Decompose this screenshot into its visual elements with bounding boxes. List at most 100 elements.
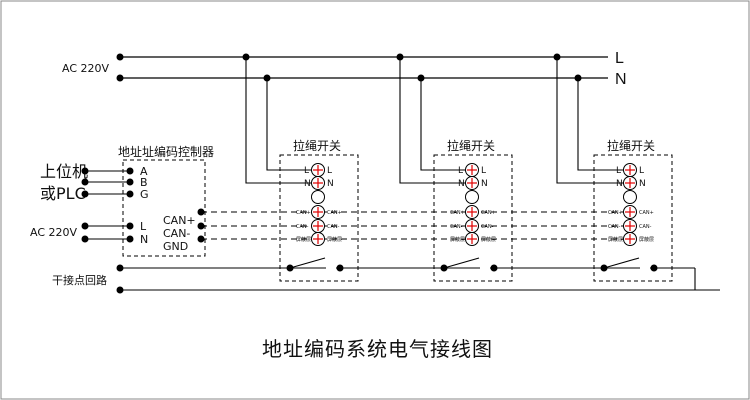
dry-contact-dots	[116, 264, 124, 294]
term-label-N-right: N	[327, 179, 334, 189]
term-label-can-minus-right: CAN-	[639, 224, 652, 230]
terminal-spare	[465, 190, 479, 204]
bus-label-L: L	[615, 50, 624, 67]
term-label-can-minus-right: CAN-	[327, 224, 340, 230]
gnd-label: GND	[163, 240, 188, 253]
term-label-can-plus-right: CAN+	[639, 210, 654, 216]
term-label-L-right: L	[327, 166, 332, 176]
can-bus-lines	[201, 211, 630, 240]
pull-switch-1: 拉绳开关 L L N N CAN+ CAN+ CAN- CAN- 屏蔽层 屏蔽层	[279, 138, 359, 282]
terminal-dot	[336, 264, 344, 272]
term-label-N-left: N	[304, 179, 311, 189]
term-label-L-left: L	[458, 166, 463, 176]
drop-N-1	[266, 78, 316, 171]
term-label-can-plus-right: CAN+	[481, 210, 496, 216]
controller-supply-label: AC 220V	[30, 226, 78, 239]
contact-dots	[286, 264, 344, 272]
controller-supply-wires	[85, 225, 130, 240]
host-wires	[85, 170, 130, 195]
can-plus-label: CAN+	[163, 214, 196, 227]
junction-dot	[116, 53, 124, 61]
term-label-can-plus-right: CAN+	[327, 210, 342, 216]
term-label-L-right: L	[639, 166, 644, 176]
bus-supply-label: AC 220V	[62, 62, 110, 75]
term-label-can-plus-left: CAN+	[450, 210, 465, 216]
drop-L-3	[556, 57, 627, 184]
terminal-dot	[81, 167, 89, 175]
controller-title: 地址址编码控制器	[118, 144, 214, 159]
host-dots	[81, 167, 134, 198]
terminal-dot	[81, 178, 89, 186]
switch-title: 拉绳开关	[447, 138, 495, 153]
terminal-dot	[116, 264, 124, 272]
term-label-L-right: L	[481, 166, 486, 176]
drop-L-2	[399, 57, 470, 184]
diagram-title: 地址编码系统电气接线图	[262, 337, 493, 361]
term-label-can-minus-left: CAN-	[608, 224, 621, 230]
contact-dots	[440, 264, 498, 272]
drop-L-1	[245, 57, 316, 184]
contact-symbol	[289, 257, 326, 269]
term-label-N-right: N	[639, 179, 646, 189]
bus-label-N: N	[615, 71, 627, 88]
term-label-N-left: N	[616, 179, 623, 189]
terminal-dot	[81, 222, 89, 230]
power-bus	[120, 56, 608, 79]
terminal-dot	[126, 178, 134, 186]
term-label-can-plus-left: CAN+	[608, 210, 623, 216]
drop-N-2	[420, 78, 470, 171]
port-B-label: B	[140, 176, 148, 189]
terminal-stack	[465, 163, 479, 246]
switch-title: 拉绳开关	[293, 138, 341, 153]
bus-drops	[245, 57, 627, 184]
contact-blade	[289, 257, 326, 269]
terminal-dot	[126, 235, 134, 243]
contact-symbol	[443, 257, 480, 269]
term-label-can-minus-right: CAN-	[481, 224, 494, 230]
host-label-1: 上位机	[40, 162, 88, 181]
port-N-label: N	[140, 233, 148, 246]
terminal-crosses	[625, 165, 635, 244]
dry-contact-loop	[120, 267, 720, 291]
port-L-label: L	[140, 220, 147, 233]
terminal-spare	[623, 190, 637, 204]
terminal-crosses	[467, 165, 477, 244]
terminal-dot	[126, 222, 134, 230]
term-label-L-left: L	[616, 166, 621, 176]
terminal-dot	[126, 167, 134, 175]
term-label-can-minus-left: CAN-	[296, 224, 309, 230]
terminal-dot	[650, 264, 658, 272]
pull-switch-2: 拉绳开关 L L N N CAN+ CAN+ CAN- CAN- 屏蔽层 屏蔽层	[433, 138, 513, 282]
host-label-2: 或PLC	[40, 184, 86, 203]
term-label-N-left: N	[458, 179, 465, 189]
term-label-shield-left: 屏蔽层	[296, 236, 311, 243]
can-minus-label: CAN-	[163, 227, 190, 240]
terminal-stack	[623, 163, 637, 246]
pull-switch-3: 拉绳开关 L L N N CAN+ CAN+ CAN- CAN- 屏蔽层 屏蔽层	[593, 138, 673, 282]
term-label-N-right: N	[481, 179, 488, 189]
contact-dots	[600, 264, 658, 272]
terminal-dot	[116, 286, 124, 294]
switch-box	[593, 154, 673, 282]
contact-symbol	[603, 257, 640, 269]
term-label-shield-right: 屏蔽层	[327, 236, 342, 243]
switch-box	[279, 154, 359, 282]
term-label-can-minus-left: CAN-	[450, 224, 463, 230]
controller-supply-dots	[81, 222, 134, 243]
term-label-can-plus-left: CAN+	[296, 210, 311, 216]
terminal-dot	[286, 264, 294, 272]
contact-blade	[603, 257, 640, 269]
term-label-shield-right: 屏蔽层	[481, 236, 496, 243]
dry-contact-label: 干接点回路	[52, 274, 107, 287]
terminal-dot	[490, 264, 498, 272]
port-G-label: G	[140, 188, 149, 201]
port-A-label: A	[140, 165, 148, 178]
contact-blade	[443, 257, 480, 269]
controller-box	[122, 159, 206, 257]
term-label-shield-right: 屏蔽层	[639, 236, 654, 243]
terminal-dot	[81, 235, 89, 243]
terminal-dot	[81, 190, 89, 198]
bus-junction-dots	[116, 53, 582, 82]
